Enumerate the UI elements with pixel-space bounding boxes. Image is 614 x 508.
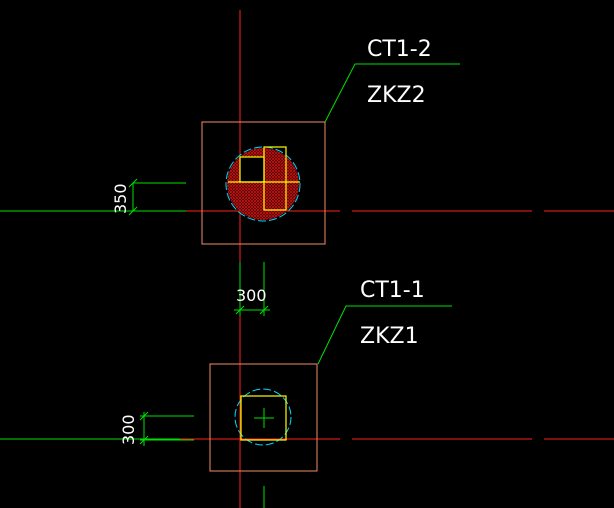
hatched-area: [227, 148, 299, 220]
center-cross-icon: [254, 408, 274, 428]
leader-lines: [317, 63, 460, 365]
dimension-lines: [128, 178, 270, 508]
axis-left-segments: [0, 210, 180, 440]
axis-lines: [0, 10, 614, 508]
column-label-zkz2: ZKZ2: [367, 83, 426, 108]
leader-bottom: [317, 305, 452, 365]
leader-top: [324, 63, 460, 123]
dimension-300-bottom: 300: [119, 414, 138, 445]
pile-cap-ct1-2[interactable]: [201, 121, 326, 245]
dimension-300-middle: 300: [236, 286, 267, 305]
column-label-zkz1: ZKZ1: [360, 324, 419, 349]
axis-gaps: [340, 209, 544, 441]
dimension-350: 350: [111, 183, 130, 214]
column-ZKZ1: [240, 395, 287, 441]
cap-outline: [201, 121, 326, 245]
pile-outline: [225, 146, 301, 222]
column-ZKZ2: [228, 146, 300, 211]
cap-label-ct1-1: CT1-1: [360, 278, 425, 303]
pile-outline: [234, 388, 292, 446]
cap-label-ct1-2: CT1-2: [367, 37, 432, 62]
cap-outline: [209, 363, 318, 472]
pile-cap-ct1-1[interactable]: [209, 363, 318, 472]
